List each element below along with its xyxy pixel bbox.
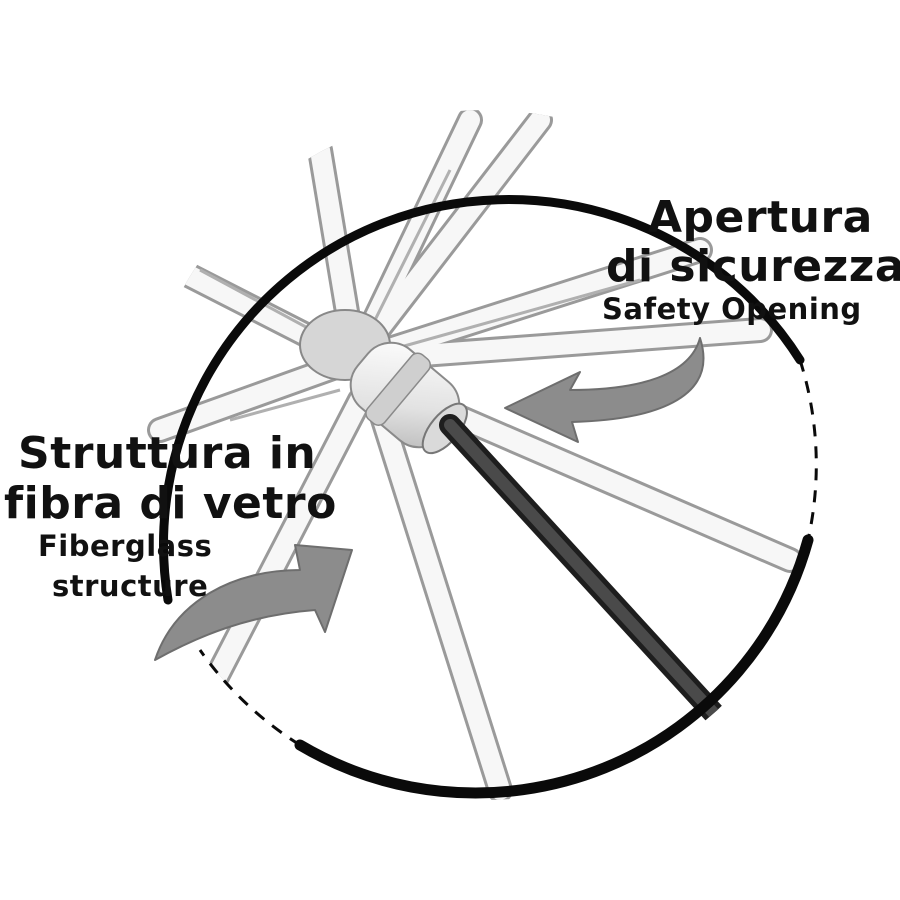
magnifier-circle (159, 195, 818, 799)
safety-opening-title-line1: Apertura (648, 192, 873, 243)
fiberglass-title-line1: Struttura in (18, 428, 317, 479)
safety-opening-arrow (504, 337, 705, 443)
safety-opening-title-line2: di sicurezza (606, 241, 900, 292)
central-hub (299, 309, 468, 455)
safety-opening-english: Safety Opening (602, 292, 862, 326)
umbrella-shaft (439, 414, 731, 731)
fiberglass-structure-arrow (154, 544, 353, 661)
fiberglass-title-line2: fibra di vetro (4, 478, 337, 529)
fiberglass-english-line2: structure (52, 569, 209, 603)
fiberglass-english-line1: Fiberglass (38, 529, 213, 563)
